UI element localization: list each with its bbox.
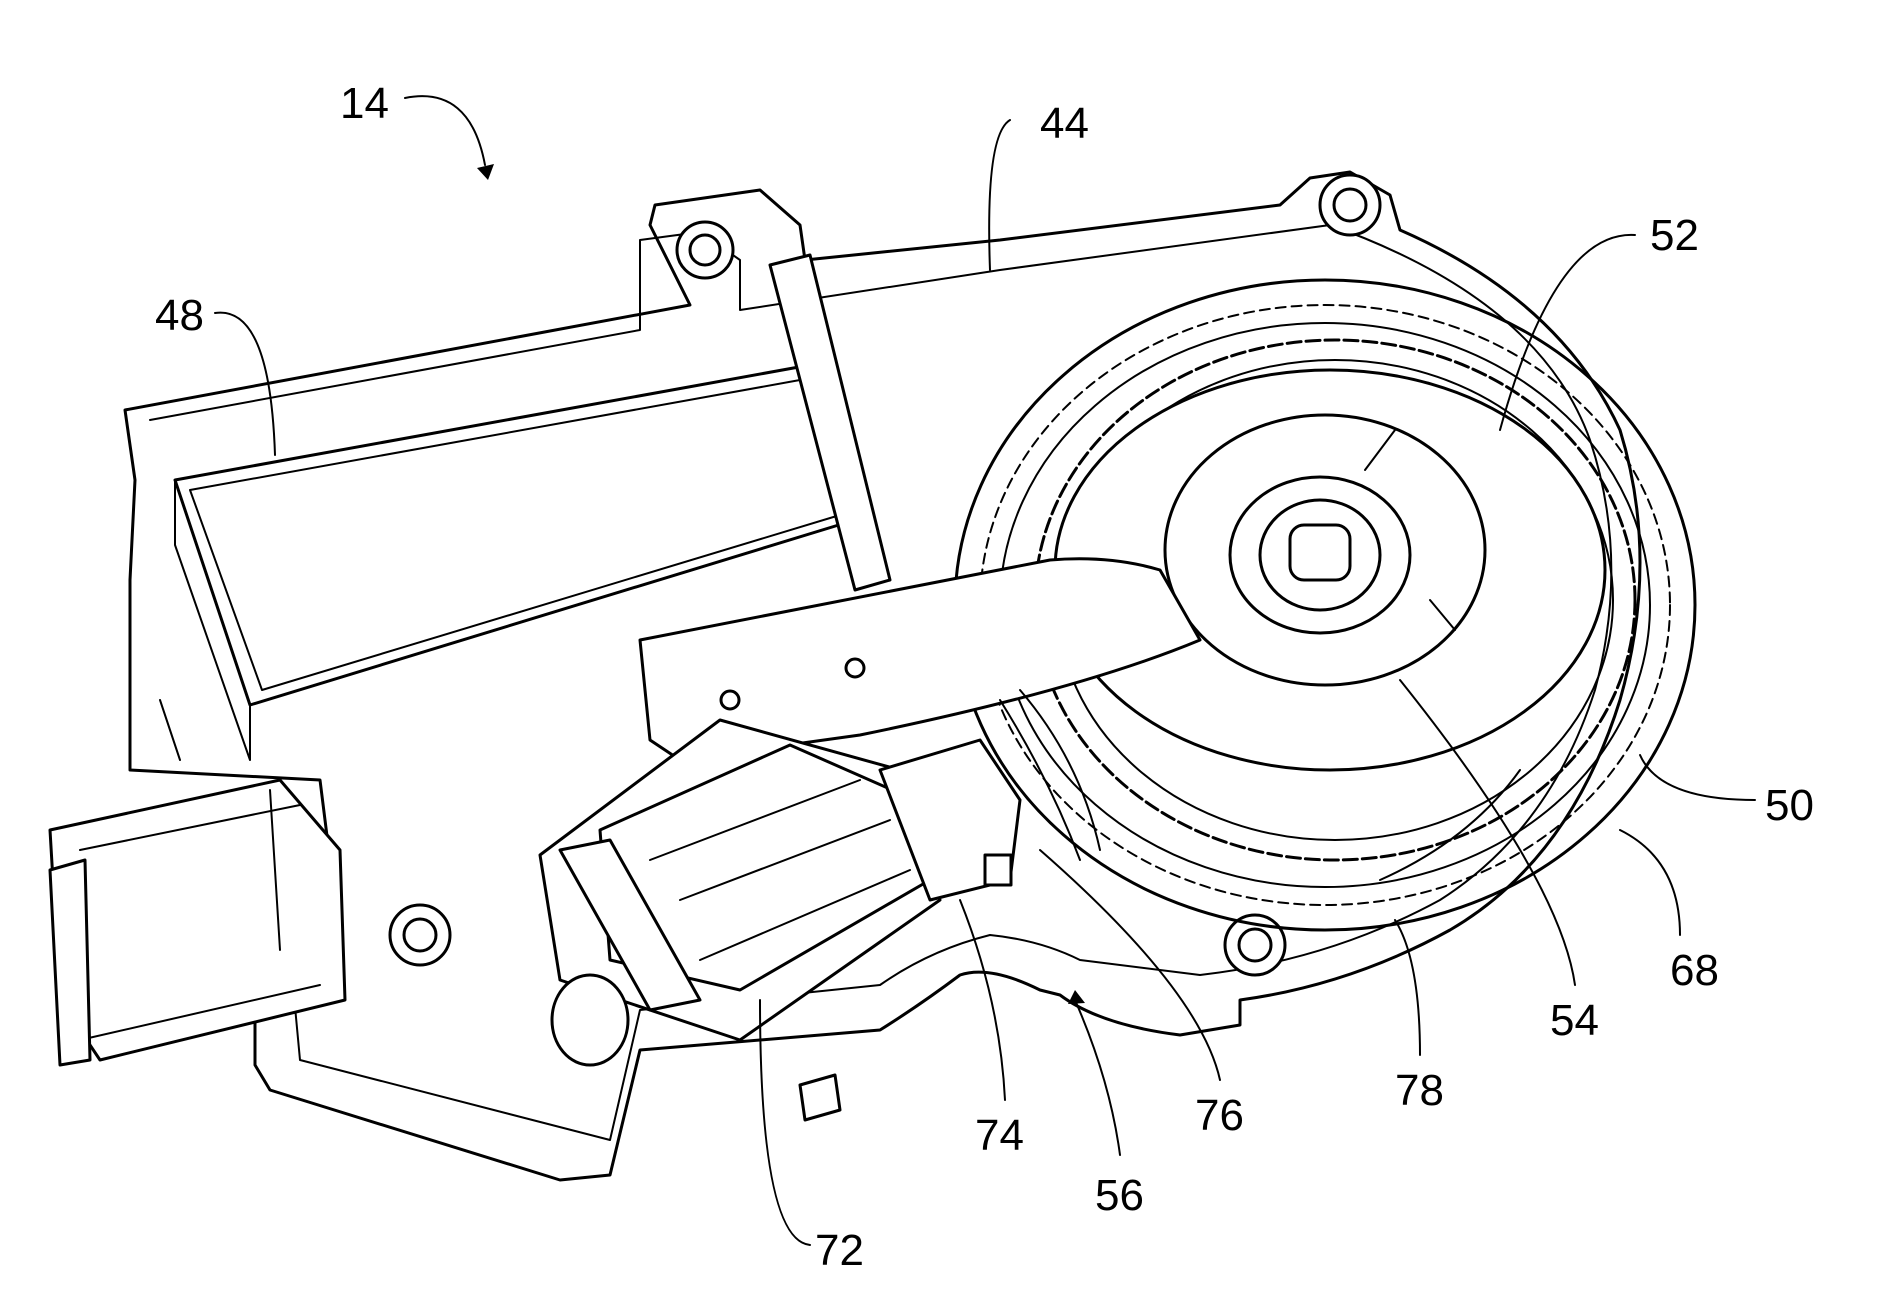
leader-52 [1499,233,1636,431]
mounting-hole-lower-left [388,903,452,967]
leader-72 [759,999,811,1246]
leader-54 [1399,679,1576,986]
ref-74: 74 [975,1111,1024,1160]
cam-disc-54 [1163,413,1487,687]
lever-pin-hole-right [844,657,866,679]
housing-divider-post [768,253,892,592]
ref-72: 72 [815,1226,864,1275]
leader-74 [959,899,1006,1101]
lever-arm [638,557,1202,762]
idler-gear-76 [999,689,1101,861]
electrical-connector [48,778,347,1067]
leader-50 [1639,754,1756,801]
ref-48: 48 [155,291,204,340]
leader-14 [404,95,486,166]
mounting-hole-upper-left [675,220,735,280]
leader-68 [1619,829,1681,936]
arrowhead-14 [477,164,494,180]
ref-56: 56 [1095,1171,1144,1220]
leader-78 [1394,919,1421,1056]
arrowhead-56 [1068,990,1085,1004]
housing-inner-rim [149,224,1613,1141]
housing-floor-line [159,699,1521,881]
leader-lines [214,95,1756,1246]
snap-tab [798,1073,842,1122]
housing-outer-wall [123,170,1642,1182]
lever-pin-hole-left [719,689,741,711]
motor-72 [538,718,942,1067]
mounting-hole-upper-right [1318,173,1382,237]
ref-54: 54 [1550,996,1599,1045]
ref-76: 76 [1195,1091,1244,1140]
ref-78: 78 [1395,1066,1444,1115]
ref-14: 14 [340,79,389,128]
reference-numerals: 14 44 48 52 50 68 54 78 76 74 56 72 [155,79,1814,1275]
ref-52: 52 [1650,211,1699,260]
mounting-hole-lower-right [1223,913,1287,977]
pinion-gear-74 [878,738,1022,902]
ref-68: 68 [1670,946,1719,995]
ref-50: 50 [1765,781,1814,830]
leader-76 [1039,849,1221,1081]
leader-56 [1074,999,1121,1156]
leader-44 [988,119,1011,271]
leader-48 [214,311,276,456]
ref-44: 44 [1040,99,1089,148]
